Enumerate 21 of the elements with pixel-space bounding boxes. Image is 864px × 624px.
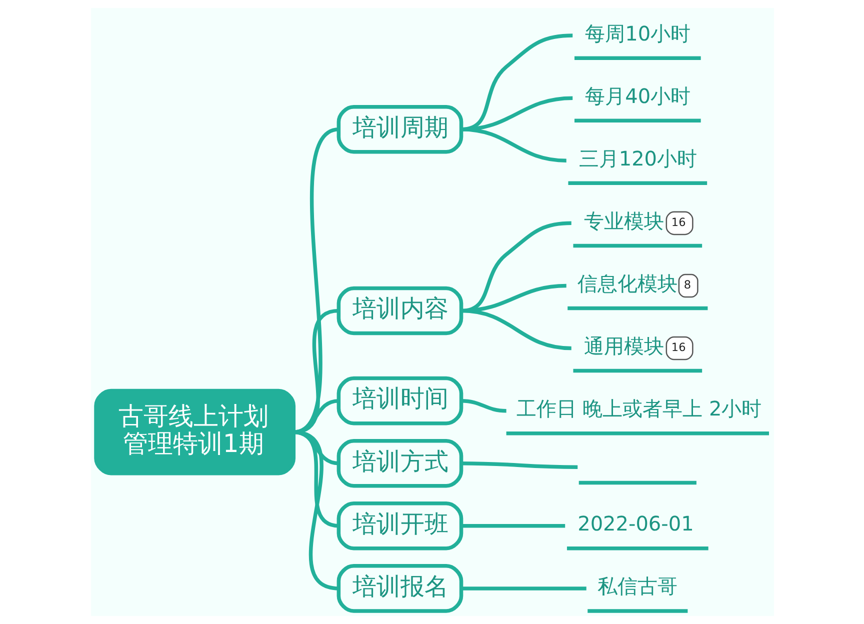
node-box: 培训周期 [336, 104, 463, 154]
node-text: 私信古哥 [597, 574, 678, 598]
connector [460, 586, 586, 590]
node-text: 每月40小时 [584, 84, 690, 108]
node-text: 2022-06-01 [577, 512, 694, 536]
node-box: 培训报名 [336, 564, 463, 613]
node-box: 培训方式 [336, 438, 463, 488]
connector [460, 128, 566, 163]
node-box: 培训开班 [336, 502, 463, 550]
connector [460, 398, 506, 413]
node-box: 古哥线上计划管理特训1期 [94, 388, 296, 476]
connector [292, 430, 339, 590]
node-text: 每周10小时 [584, 21, 690, 46]
connector [460, 524, 565, 528]
node-box: 培训时间 [336, 376, 463, 426]
node-text: 三月120小时 [578, 146, 697, 170]
node-text: 工作日 晚上或者早上 2小时 [516, 396, 762, 421]
node-box: 培训内容 [336, 286, 463, 336]
connector [460, 308, 571, 350]
connector [460, 461, 578, 469]
node-line [578, 480, 696, 485]
